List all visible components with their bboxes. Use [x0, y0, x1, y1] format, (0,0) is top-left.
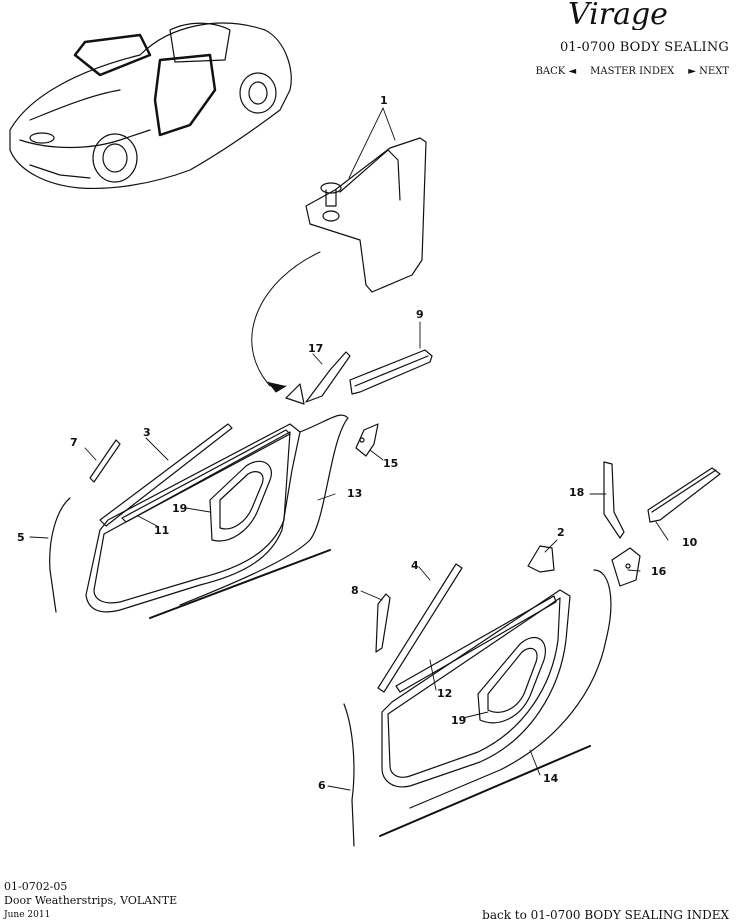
- callout-8: 8: [351, 584, 359, 597]
- callout-15: 15: [383, 457, 398, 470]
- part-19-left-panel-seal: [209, 460, 272, 542]
- diagram-description: Door Weatherstrips, VOLANTE: [4, 894, 178, 907]
- car-illustration: [9, 22, 292, 189]
- part-8-seal: [375, 593, 391, 653]
- callout-19-left: 19: [172, 502, 187, 515]
- part-7-seal: [89, 439, 121, 483]
- part-2-bracket: [527, 545, 555, 573]
- part-18-post: [603, 461, 625, 539]
- part-17-post: [285, 351, 351, 405]
- part-1-trim: [305, 137, 427, 293]
- callout-11: 11: [154, 524, 169, 537]
- section-title: 01-0700 BODY SEALING: [559, 40, 729, 55]
- callout-4: 4: [411, 559, 419, 572]
- callout-17: 17: [308, 342, 323, 355]
- part-13-left-door-seal: [85, 414, 349, 619]
- callout-3: 3: [143, 426, 151, 439]
- diagram-date: June 2011: [4, 910, 51, 920]
- callout-13: 13: [347, 487, 362, 500]
- back-to-index-link[interactable]: back to 01-0700 BODY SEALING INDEX: [482, 908, 729, 922]
- navigation-bar: BACK ◄ MASTER INDEX ► NEXT: [536, 66, 729, 77]
- diagram-code: 01-0702-05: [4, 880, 68, 893]
- virage-logo-icon: Virage: [568, 0, 668, 32]
- part-5-seal: [49, 497, 71, 613]
- callout-18: 18: [569, 486, 584, 499]
- next-link[interactable]: ► NEXT: [688, 66, 729, 77]
- back-link[interactable]: BACK ◄: [535, 66, 577, 77]
- callout-9: 9: [416, 308, 424, 321]
- part-12-belt-seal: [395, 595, 557, 693]
- callout-6: 6: [318, 779, 326, 792]
- callout-1: 1: [380, 94, 388, 107]
- part-10-capping: [647, 467, 721, 523]
- part-6-seal: [343, 703, 355, 847]
- master-index-link[interactable]: MASTER INDEX: [590, 66, 675, 77]
- part-3-window-seal: [99, 423, 233, 527]
- part-4-window-seal: [377, 563, 463, 693]
- part-11-belt-seal: [121, 429, 291, 523]
- part-16-bracket: [611, 547, 641, 587]
- callout-10: 10: [682, 536, 698, 549]
- callout-5: 5: [17, 531, 25, 544]
- callout-19-right: 19: [451, 714, 466, 727]
- brand-text: Virage: [568, 0, 668, 30]
- leader-lines: [29, 107, 669, 791]
- callout-2: 2: [557, 526, 565, 539]
- callout-16: 16: [651, 565, 667, 578]
- part-14-right-door-seal: [379, 569, 612, 837]
- callout-7: 7: [70, 436, 78, 449]
- brand-logo: Virage: [566, 0, 736, 32]
- callout-14: 14: [543, 772, 559, 785]
- part-19-right-panel-seal: [477, 637, 546, 724]
- callout-12: 12: [437, 687, 452, 700]
- part-15-bracket: [355, 423, 379, 457]
- part-9-capping: [349, 349, 433, 395]
